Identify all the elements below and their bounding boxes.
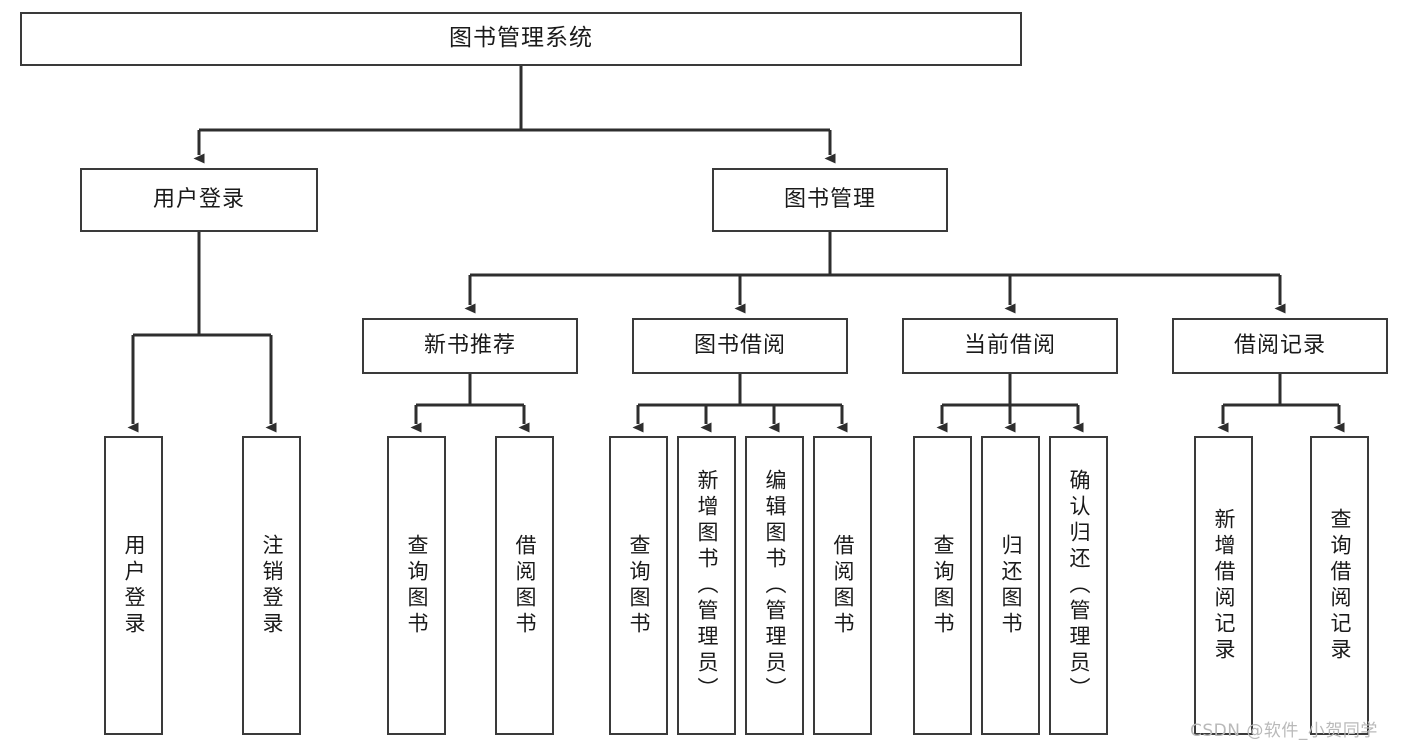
node-borrow-record-label: 借阅记录 xyxy=(1233,332,1326,358)
leaf-confirm-return-label: 确认归还（管理员） xyxy=(1067,468,1091,703)
leaf-query-record-label: 查询借阅记录 xyxy=(1328,507,1352,664)
leaf-borrow-book-1[interactable]: 借阅图书 xyxy=(495,436,554,735)
node-root[interactable]: 图书管理系统 xyxy=(20,12,1022,66)
leaf-borrow-book-2[interactable]: 借阅图书 xyxy=(813,436,872,735)
leaf-query-book-1-label: 查询图书 xyxy=(405,533,429,638)
node-current-borrow-label: 当前借阅 xyxy=(963,332,1056,358)
leaf-user-login-label: 用户登录 xyxy=(122,533,146,638)
leaf-query-book-2-label: 查询图书 xyxy=(627,533,651,638)
node-borrow-record[interactable]: 借阅记录 xyxy=(1172,318,1388,374)
node-user-login-label: 用户登录 xyxy=(152,186,245,212)
node-root-label: 图书管理系统 xyxy=(449,25,593,52)
leaf-query-book-3-label: 查询图书 xyxy=(931,533,955,638)
leaf-query-book-3[interactable]: 查询图书 xyxy=(913,436,972,735)
leaf-add-record[interactable]: 新增借阅记录 xyxy=(1194,436,1253,735)
node-user-login[interactable]: 用户登录 xyxy=(80,168,318,232)
leaf-confirm-return[interactable]: 确认归还（管理员） xyxy=(1049,436,1108,735)
leaf-user-login[interactable]: 用户登录 xyxy=(104,436,163,735)
leaf-query-book-2[interactable]: 查询图书 xyxy=(609,436,668,735)
leaf-borrow-book-1-label: 借阅图书 xyxy=(513,533,537,638)
leaf-add-record-label: 新增借阅记录 xyxy=(1212,507,1236,664)
leaf-add-book[interactable]: 新增图书（管理员） xyxy=(677,436,736,735)
node-current-borrow[interactable]: 当前借阅 xyxy=(902,318,1118,374)
node-new-book-rec[interactable]: 新书推荐 xyxy=(362,318,578,374)
leaf-query-record[interactable]: 查询借阅记录 xyxy=(1310,436,1369,735)
node-book-manage-label: 图书管理 xyxy=(783,186,876,212)
leaf-edit-book[interactable]: 编辑图书（管理员） xyxy=(745,436,804,735)
leaf-user-logout[interactable]: 注销登录 xyxy=(242,436,301,735)
node-new-book-rec-label: 新书推荐 xyxy=(423,332,516,358)
node-book-manage[interactable]: 图书管理 xyxy=(712,168,948,232)
node-book-borrow-label: 图书借阅 xyxy=(693,332,786,358)
leaf-edit-book-label: 编辑图书（管理员） xyxy=(763,468,787,703)
csdn-watermark: CSDN @软件_小贺同学 xyxy=(1190,721,1378,741)
leaf-add-book-label: 新增图书（管理员） xyxy=(695,468,719,703)
node-book-borrow[interactable]: 图书借阅 xyxy=(632,318,848,374)
leaf-return-book[interactable]: 归还图书 xyxy=(981,436,1040,735)
leaf-user-logout-label: 注销登录 xyxy=(260,533,284,638)
leaf-borrow-book-2-label: 借阅图书 xyxy=(831,533,855,638)
leaf-query-book-1[interactable]: 查询图书 xyxy=(387,436,446,735)
leaf-return-book-label: 归还图书 xyxy=(999,533,1023,638)
